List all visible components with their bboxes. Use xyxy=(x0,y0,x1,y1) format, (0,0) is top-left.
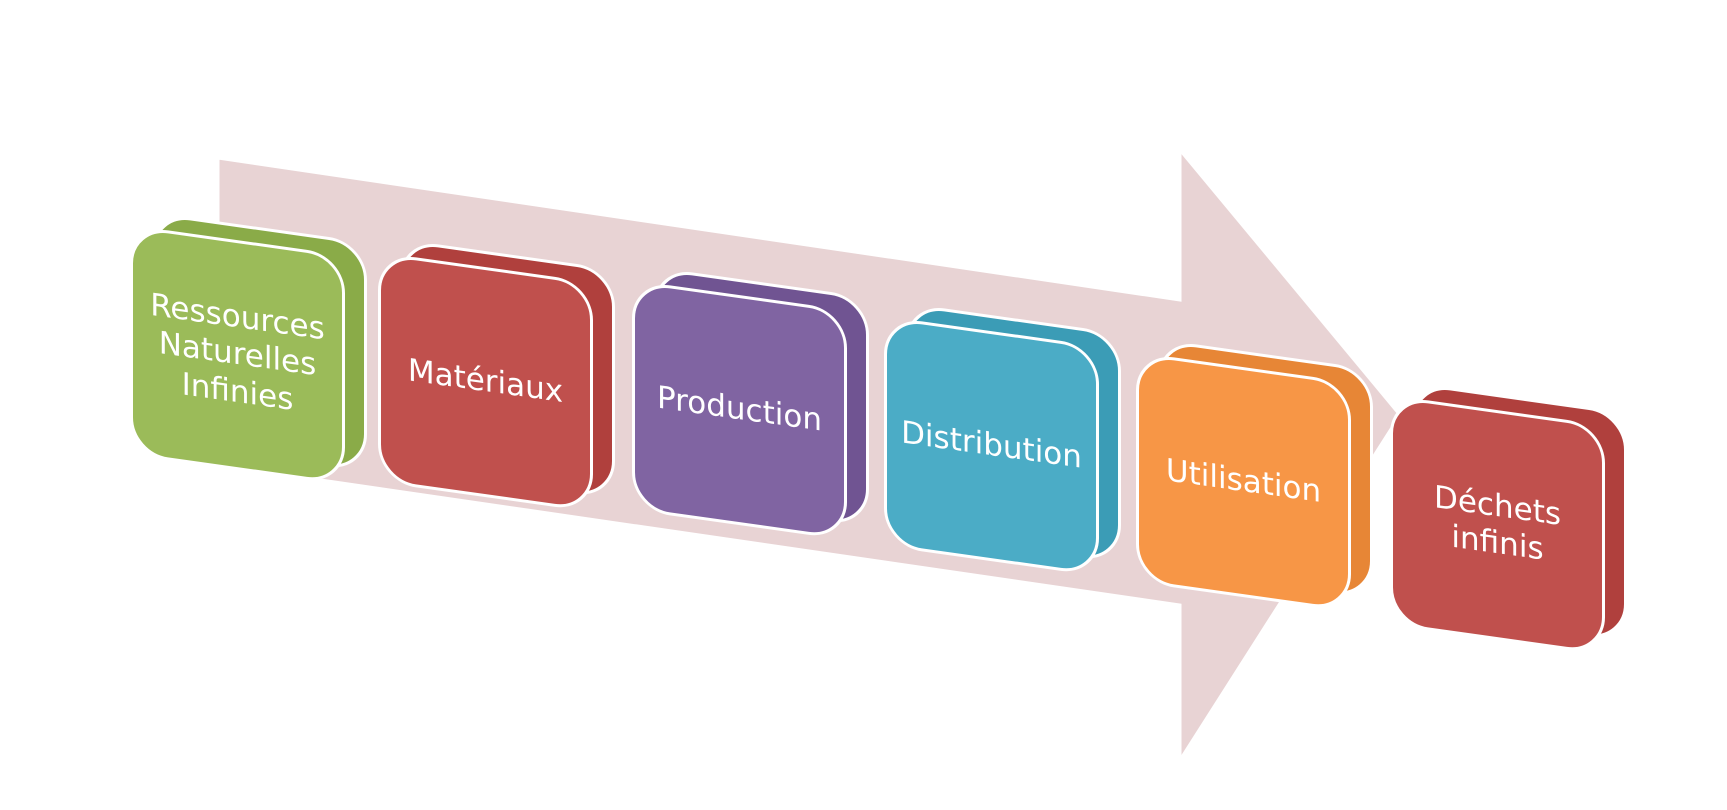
step-materiaux: Matériaux xyxy=(378,239,615,513)
step-ressources-naturelles: Ressources Naturelles Infinies xyxy=(130,212,367,486)
step-face: Ressources Naturelles Infinies xyxy=(130,225,345,486)
step-label: Matériaux xyxy=(407,352,564,411)
step-label: Déchets infinis xyxy=(1433,478,1561,568)
step-face: Utilisation xyxy=(1136,352,1351,613)
step-face: Distribution xyxy=(884,316,1099,577)
step-label: Utilisation xyxy=(1165,452,1322,511)
step-distribution: Distribution xyxy=(884,303,1121,577)
step-label: Ressources Naturelles Infinies xyxy=(150,287,325,418)
step-face: Déchets infinis xyxy=(1390,395,1605,656)
step-production: Production xyxy=(632,267,869,541)
step-utilisation: Utilisation xyxy=(1136,339,1373,613)
step-label: Distribution xyxy=(901,414,1082,477)
step-dechets-infinis: Déchets infinis xyxy=(1390,382,1627,656)
step-face: Production xyxy=(632,280,847,541)
step-label: Production xyxy=(657,379,822,440)
step-face: Matériaux xyxy=(378,252,593,513)
